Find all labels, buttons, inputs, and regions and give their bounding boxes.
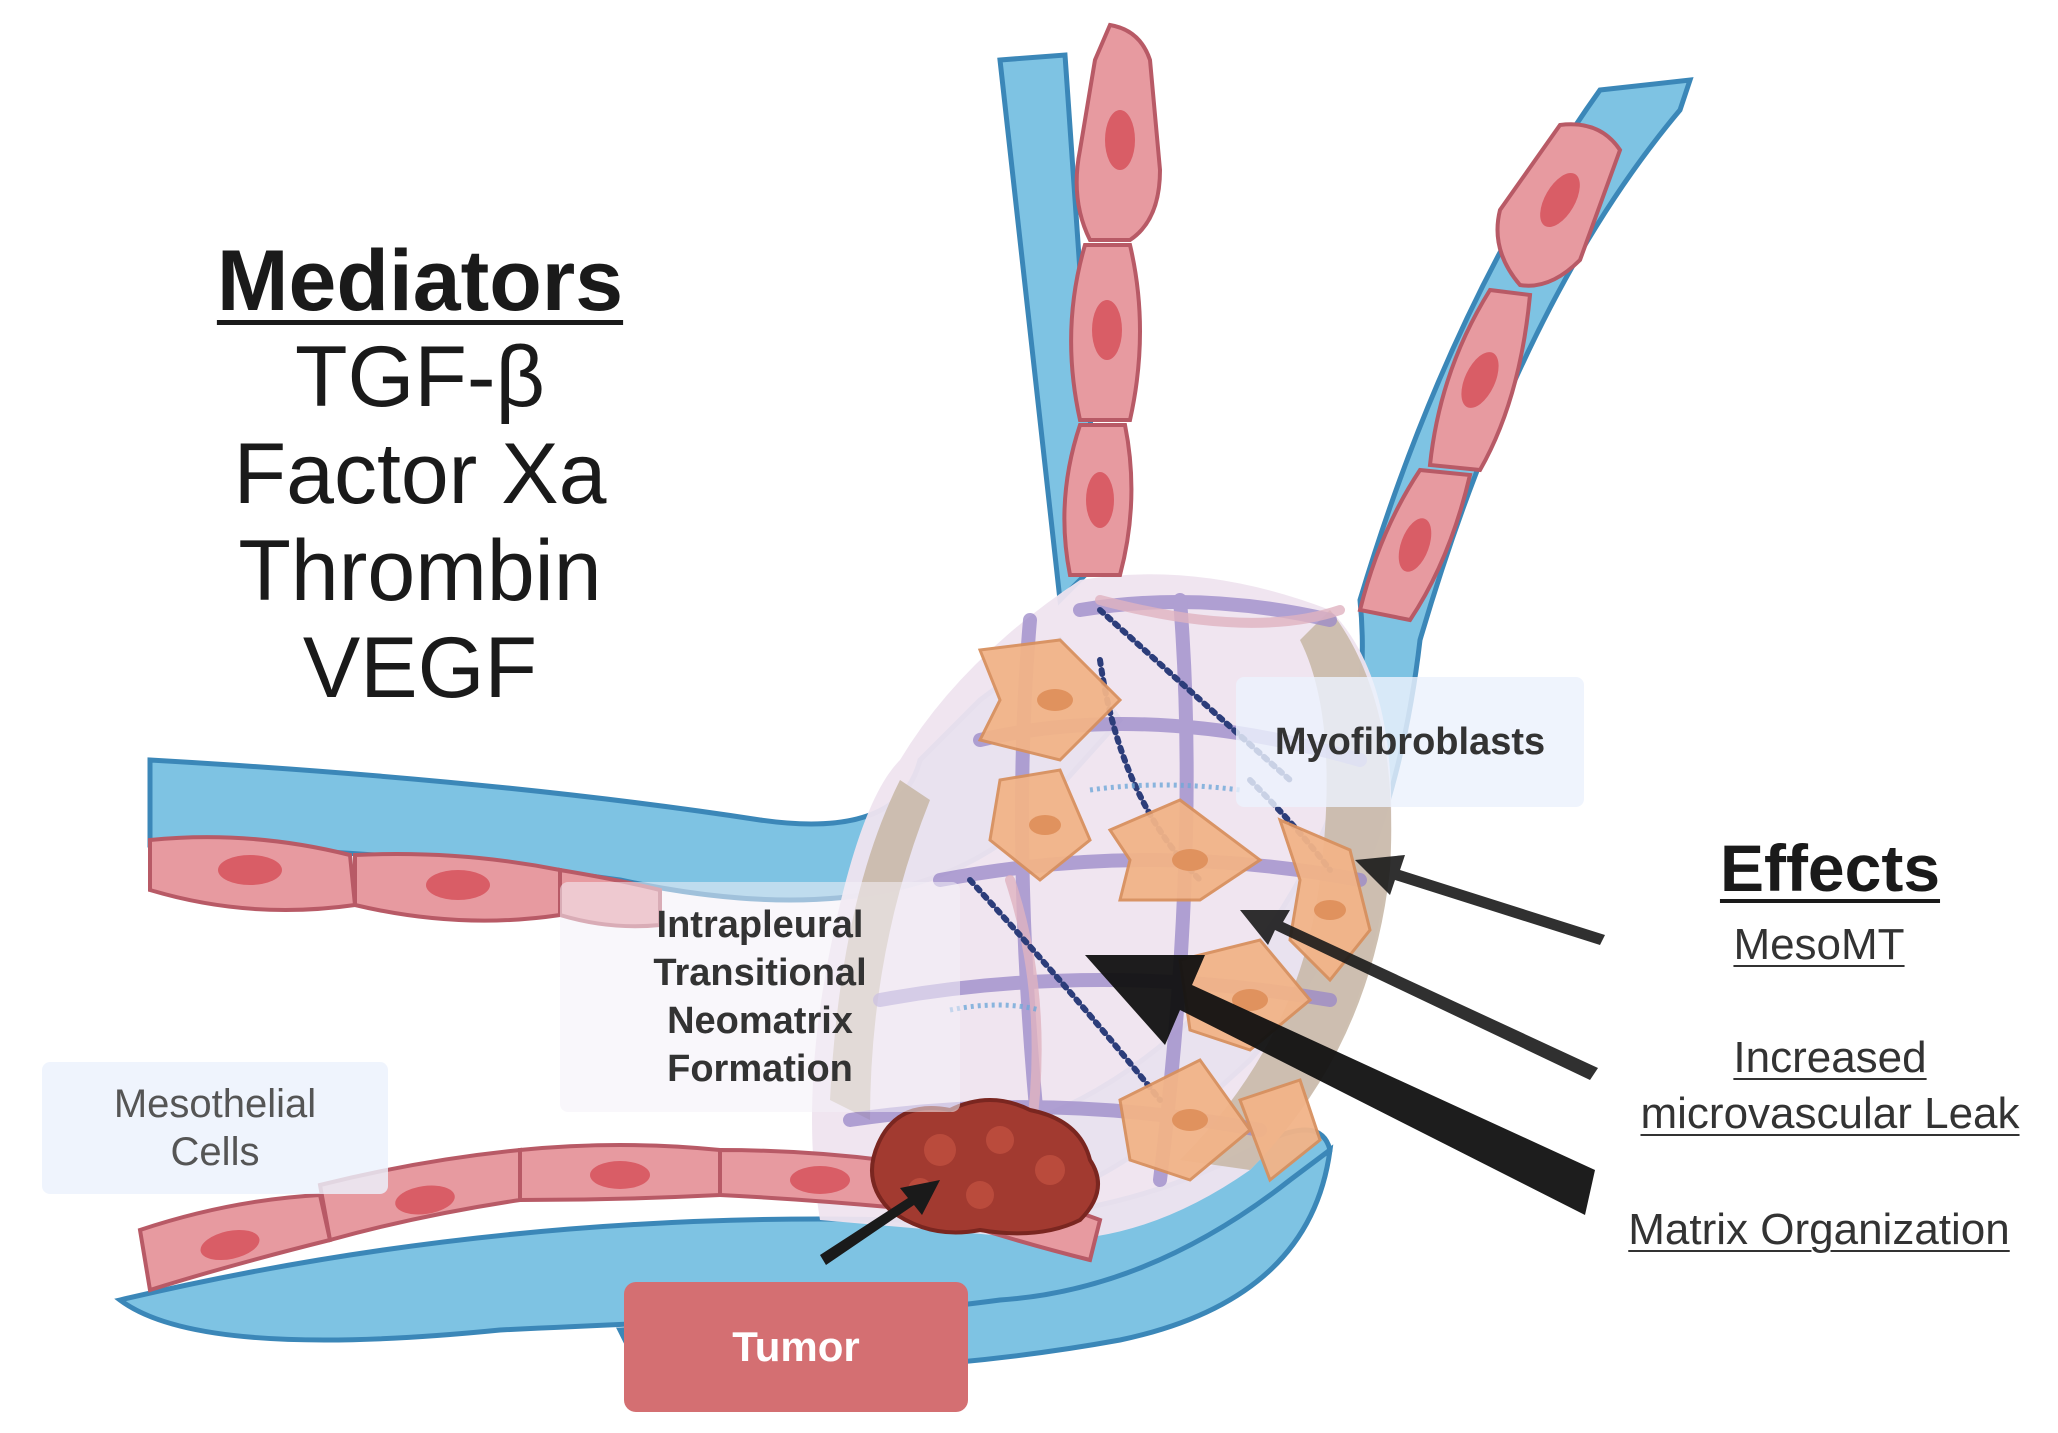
matrix-arrow-icon bbox=[1085, 955, 1595, 1215]
mediator-item: VEGF bbox=[302, 620, 538, 716]
tumor-label: Tumor bbox=[624, 1282, 968, 1412]
mediators-title: Mediators bbox=[216, 233, 624, 329]
neomatrix-text: Intrapleural Transitional Neomatrix Form… bbox=[653, 904, 867, 1090]
mesothelial-label: Mesothelial Cells bbox=[42, 1062, 388, 1194]
neomatrix-label: Intrapleural Transitional Neomatrix Form… bbox=[560, 882, 960, 1112]
tumor-text: Tumor bbox=[732, 1323, 860, 1370]
mediator-item: TGF-β bbox=[294, 329, 546, 425]
effect-item: MesoMT bbox=[1733, 920, 1905, 969]
mesothelial-text: Mesothelial Cells bbox=[113, 1082, 317, 1174]
myofibroblasts-text: Myofibroblasts bbox=[1274, 720, 1546, 763]
cell-nuclei bbox=[200, 110, 1580, 1261]
effect-item: Matrix Organization bbox=[1628, 1205, 2010, 1254]
mediator-item: Factor Xa bbox=[233, 426, 607, 522]
effect-item: Increased microvascular Leak bbox=[1640, 1033, 2020, 1138]
myofibroblasts-label: Myofibroblasts bbox=[1236, 677, 1584, 807]
mediator-item: Thrombin bbox=[238, 523, 602, 619]
leak-arrow-icon bbox=[1240, 910, 1598, 1080]
mesomt-arrow-icon bbox=[1355, 855, 1605, 945]
effect-arrows bbox=[820, 855, 1605, 1265]
effects-title: Effects bbox=[1719, 831, 1941, 905]
tumor-arrow-icon bbox=[820, 1180, 940, 1265]
